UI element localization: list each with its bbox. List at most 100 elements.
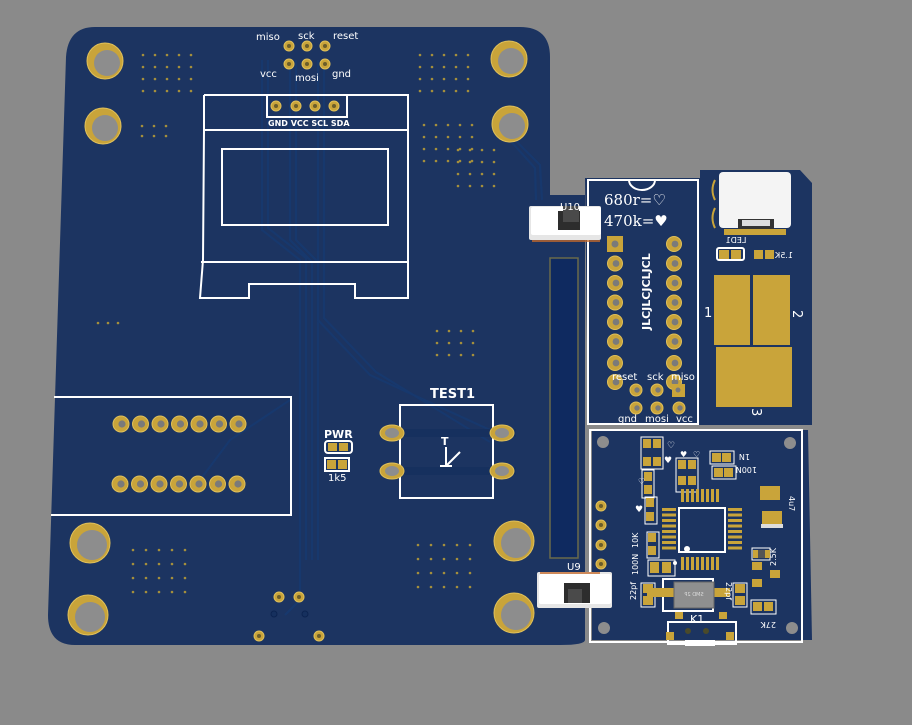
via xyxy=(471,329,475,333)
test-button-label: TEST1 xyxy=(430,387,475,402)
label-4u7: 4u7 xyxy=(787,496,796,511)
mcu-pin xyxy=(662,513,676,517)
mcu-outline xyxy=(678,507,726,553)
heart-filled-2: ♥ xyxy=(680,450,687,459)
smd-pad xyxy=(648,546,656,555)
led1-label: LED1 xyxy=(726,236,747,245)
via xyxy=(492,184,496,188)
pad-1-label: 1 xyxy=(704,306,712,321)
via xyxy=(141,65,145,69)
via xyxy=(468,172,472,176)
usb-c-connector[interactable] xyxy=(711,172,792,235)
smd-pad xyxy=(770,570,780,578)
smd-pad xyxy=(765,550,770,558)
mcu-pin xyxy=(716,557,719,570)
edge-header-pins xyxy=(595,500,607,570)
smd-pad xyxy=(714,468,723,477)
via xyxy=(455,585,459,589)
label-22pf-left: 22pf xyxy=(629,582,638,600)
via xyxy=(430,65,434,69)
via xyxy=(177,89,181,93)
via xyxy=(116,321,120,325)
mcu-pin xyxy=(662,508,676,511)
test-button-symbol: T xyxy=(441,435,449,448)
smd-pad xyxy=(643,457,651,466)
via xyxy=(164,134,168,138)
via xyxy=(442,571,446,575)
smd-pad xyxy=(648,533,656,542)
via xyxy=(165,53,169,57)
via xyxy=(468,543,472,547)
mcu-pin xyxy=(662,546,676,550)
smd-pad xyxy=(753,550,758,558)
via xyxy=(447,329,451,333)
via xyxy=(144,548,148,552)
mcu-pin xyxy=(711,489,714,502)
via xyxy=(170,576,174,580)
via xyxy=(466,77,470,81)
programmer-outline xyxy=(587,179,699,425)
heart-filled-3: ♥ xyxy=(635,505,643,515)
smd-pad xyxy=(643,596,653,605)
pwr-resistor-pad xyxy=(338,460,347,469)
heart-outline-2: ♡ xyxy=(693,450,700,459)
via xyxy=(183,590,187,594)
via xyxy=(446,147,450,151)
smd-pad xyxy=(722,453,731,462)
ic-socket-outline xyxy=(51,396,292,516)
test-button[interactable] xyxy=(379,404,516,499)
battery-slot xyxy=(549,257,579,559)
via xyxy=(189,77,193,81)
via xyxy=(455,557,459,561)
via xyxy=(435,341,439,345)
bottom-pads xyxy=(253,591,325,642)
via xyxy=(429,557,433,561)
pwr-led-pad xyxy=(328,443,337,451)
side-isp-gnd: gnd xyxy=(618,414,637,425)
smd-pad xyxy=(643,439,651,448)
mcu-pin xyxy=(696,557,699,570)
mcu-pin xyxy=(728,535,742,539)
via xyxy=(153,53,157,57)
via xyxy=(455,571,459,575)
via xyxy=(442,585,446,589)
note-line-1: 680r=♡ xyxy=(604,191,666,209)
via xyxy=(442,53,446,57)
smd-pad xyxy=(644,485,652,494)
via xyxy=(434,147,438,151)
isp-label-vcc: vcc xyxy=(260,69,277,80)
isp-label-reset: reset xyxy=(333,31,358,42)
smd-pad xyxy=(646,512,654,521)
crystal-label: SMD 2P xyxy=(684,592,703,598)
via xyxy=(183,548,187,552)
via xyxy=(468,148,472,152)
label-27k: 27K xyxy=(760,620,776,629)
smd-pad xyxy=(760,486,780,500)
slide-switch-u9[interactable] xyxy=(537,572,612,608)
via xyxy=(418,65,422,69)
via xyxy=(144,562,148,566)
mcu-pin xyxy=(701,557,704,570)
via xyxy=(418,77,422,81)
via xyxy=(471,353,475,357)
smd-pad xyxy=(646,498,654,507)
isp-label-mosi: mosi xyxy=(295,73,319,84)
via xyxy=(164,124,168,128)
via xyxy=(153,77,157,81)
via xyxy=(446,159,450,163)
led1-outline xyxy=(716,247,745,261)
via xyxy=(429,585,433,589)
pad-3-label: 3 xyxy=(748,408,763,416)
via xyxy=(454,65,458,69)
slide-switch-u10[interactable] xyxy=(529,206,601,242)
smd-pad xyxy=(688,460,696,469)
via xyxy=(470,135,474,139)
via xyxy=(459,353,463,357)
traces xyxy=(199,60,544,616)
via xyxy=(416,571,420,575)
via xyxy=(189,89,193,93)
pwr-label: PWR xyxy=(324,428,353,441)
mcu-pin xyxy=(706,557,709,570)
via xyxy=(470,147,474,151)
